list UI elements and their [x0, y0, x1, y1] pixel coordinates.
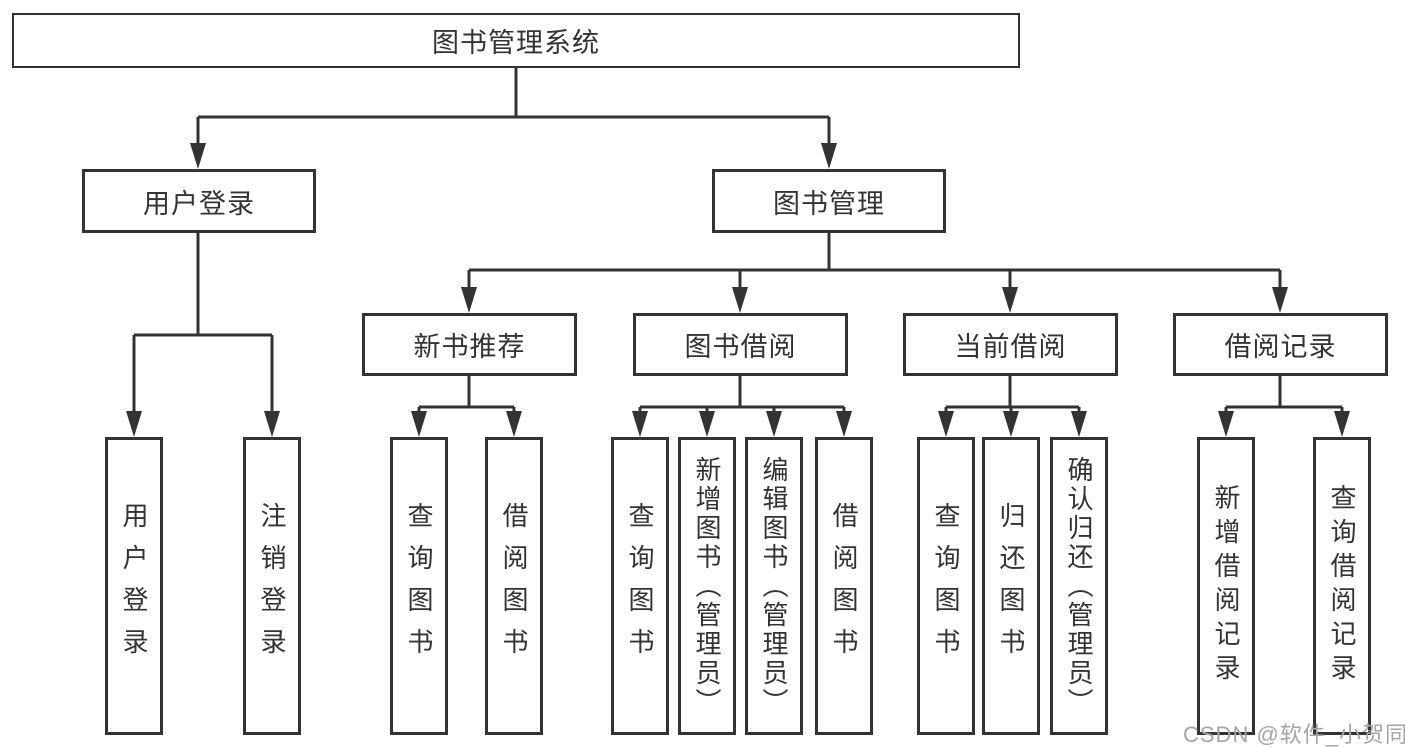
- leaf-edit-books-admin: 编辑图书（管理员）: [745, 437, 803, 735]
- node-label: 图书管理: [773, 188, 885, 219]
- leaf-return-books: 归还图书: [982, 437, 1040, 735]
- leaf-label: 查询借阅记录: [1327, 484, 1357, 688]
- arrowhead: [632, 411, 648, 437]
- leaf-query-books-recommend: 查询图书: [390, 437, 448, 735]
- arrowhead: [1218, 411, 1234, 437]
- node-new-book-recommend: 新书推荐: [362, 313, 577, 376]
- arrowhead: [938, 411, 954, 437]
- leaf-query-borrow-record: 查询借阅记录: [1313, 437, 1371, 735]
- node-borrowing-records: 借阅记录: [1173, 313, 1388, 376]
- leaf-logout: 注销登录: [243, 437, 301, 735]
- connector-current-borrowing-to-children: [938, 376, 1087, 437]
- leaf-label: 借阅图书: [499, 502, 529, 670]
- node-label: 用户登录: [143, 188, 255, 219]
- node-label: 新书推荐: [413, 332, 526, 362]
- arrowhead: [190, 143, 206, 169]
- arrowhead: [821, 143, 837, 169]
- leaf-label: 查询图书: [404, 502, 434, 670]
- arrowhead: [506, 411, 522, 437]
- connector-user-login-to-children: [126, 233, 280, 437]
- arrowhead: [1003, 411, 1019, 437]
- node-label: 借阅记录: [1224, 332, 1337, 362]
- leaf-label: 用户登录: [119, 502, 149, 670]
- leaf-borrow-books: 借阅图书: [815, 437, 873, 735]
- node-current-borrowing: 当前借阅: [903, 313, 1118, 376]
- node-label: 图书管理系统: [432, 28, 600, 58]
- node-user-login: 用户登录: [82, 169, 316, 233]
- leaf-query-books-borrowing: 查询图书: [611, 437, 669, 735]
- leaf-label: 新增图书（管理员）: [692, 455, 722, 717]
- connector-new-book-recommend-to-children: [411, 376, 522, 437]
- connector-root-to-level2: [190, 68, 837, 169]
- arrowhead: [264, 411, 280, 437]
- arrowhead: [461, 287, 477, 313]
- leaf-label: 新增借阅记录: [1211, 484, 1241, 688]
- csdn-watermark: CSDN @软件_小贺同学: [1183, 722, 1405, 747]
- connector-book-borrowing-to-children: [632, 376, 852, 437]
- arrowhead: [699, 411, 715, 437]
- node-book-borrowing: 图书借阅: [633, 313, 848, 376]
- node-label: 图书借阅: [684, 332, 797, 362]
- leaf-label: 注销登录: [257, 502, 287, 670]
- arrowhead: [1334, 411, 1350, 437]
- arrowhead: [1272, 287, 1288, 313]
- leaf-label: 编辑图书（管理员）: [759, 455, 789, 717]
- arrowhead: [126, 411, 142, 437]
- arrowhead: [836, 411, 852, 437]
- leaf-borrow-books-recommend: 借阅图书: [485, 437, 543, 735]
- connector-book-management-to-level3: [461, 233, 1288, 313]
- leaf-user-login: 用户登录: [105, 437, 163, 735]
- node-label: 当前借阅: [954, 332, 1067, 362]
- arrowhead: [766, 411, 782, 437]
- leaf-add-borrow-record: 新增借阅记录: [1197, 437, 1255, 735]
- leaf-query-books-current: 查询图书: [917, 437, 975, 735]
- arrowhead: [411, 411, 427, 437]
- leaf-label: 归还图书: [996, 502, 1026, 670]
- leaf-label: 查询图书: [625, 502, 655, 670]
- arrowhead: [1002, 287, 1018, 313]
- leaf-add-books-admin: 新增图书（管理员）: [678, 437, 736, 735]
- node-book-management: 图书管理: [712, 169, 946, 233]
- arrowhead: [1071, 411, 1087, 437]
- arrowhead: [732, 287, 748, 313]
- leaf-label: 查询图书: [931, 502, 961, 670]
- connector-borrowing-records-to-children: [1218, 376, 1350, 437]
- leaf-confirm-return-admin: 确认归还（管理员）: [1050, 437, 1108, 735]
- node-system-root: 图书管理系统: [12, 13, 1020, 68]
- leaf-label: 确认归还（管理员）: [1064, 455, 1094, 717]
- leaf-label: 借阅图书: [829, 502, 859, 670]
